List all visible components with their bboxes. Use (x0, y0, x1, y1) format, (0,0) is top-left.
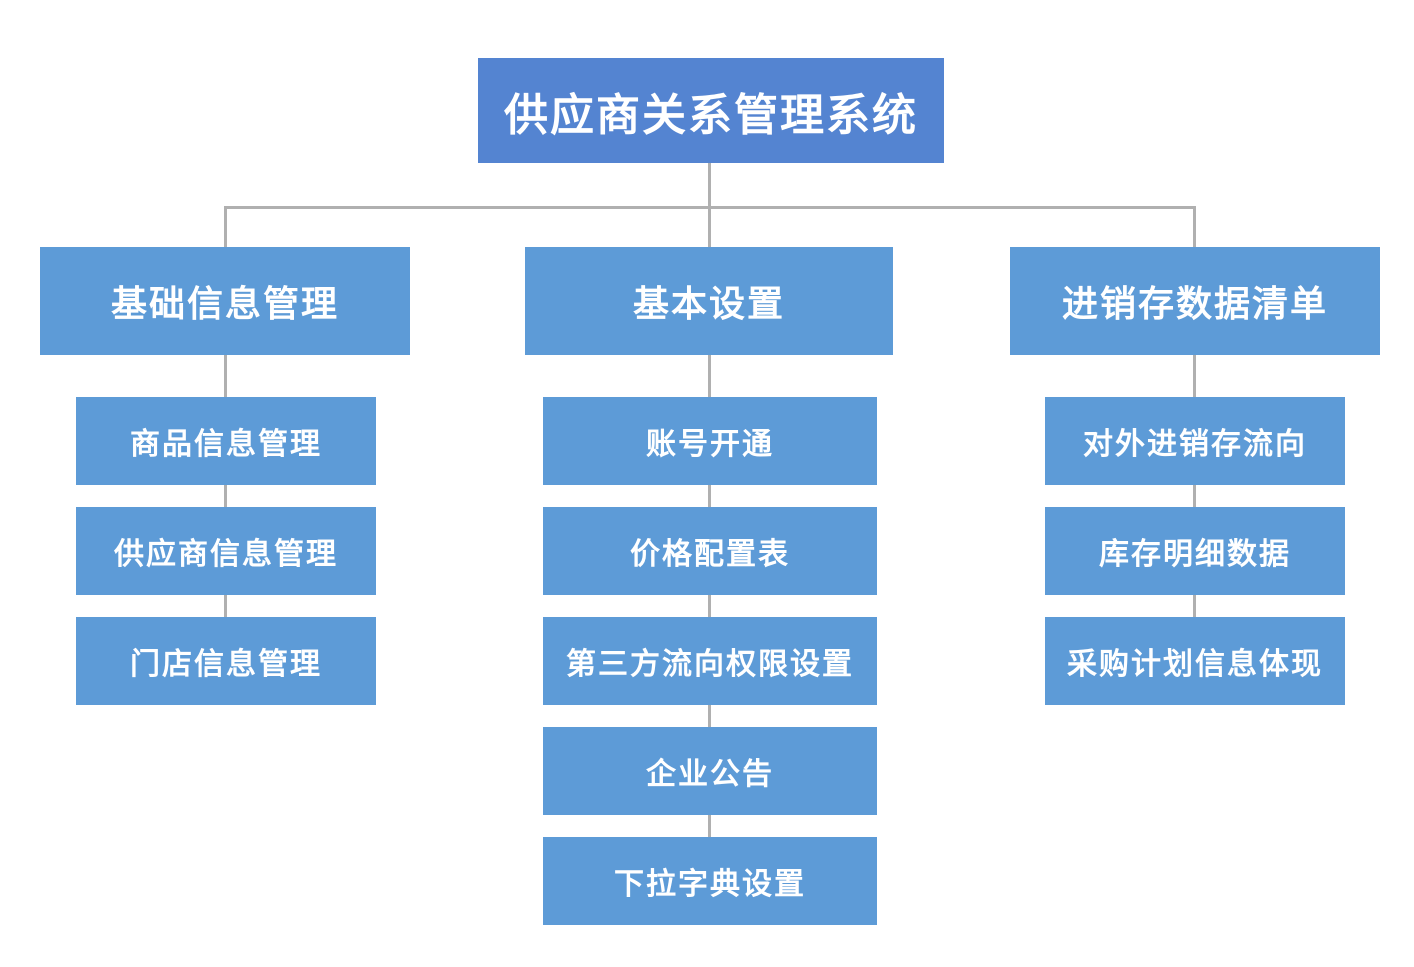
branch-2-child-2: 价格配置表 (543, 507, 877, 595)
connector-col2-drop (708, 206, 711, 248)
branch-3-child-2: 库存明细数据 (1045, 507, 1345, 595)
branch-3-header: 进销存数据清单 (1010, 247, 1380, 355)
branch-3-child-1: 对外进销存流向 (1045, 397, 1345, 485)
branch-1-child-3: 门店信息管理 (76, 617, 376, 705)
branch-1-header: 基础信息管理 (40, 247, 410, 355)
branch-1-child-2: 供应商信息管理 (76, 507, 376, 595)
branch-2-child-4: 企业公告 (543, 727, 877, 815)
branch-2-child-5: 下拉字典设置 (543, 837, 877, 925)
root-node: 供应商关系管理系统 (478, 58, 944, 163)
connector-root-stem (708, 163, 711, 209)
branch-2-child-1: 账号开通 (543, 397, 877, 485)
branch-2-header: 基本设置 (525, 247, 893, 355)
branch-2-child-3: 第三方流向权限设置 (543, 617, 877, 705)
branch-1-child-1: 商品信息管理 (76, 397, 376, 485)
connector-col1-drop (224, 206, 227, 248)
connector-col3-drop (1193, 206, 1196, 248)
branch-3-child-3: 采购计划信息体现 (1045, 617, 1345, 705)
